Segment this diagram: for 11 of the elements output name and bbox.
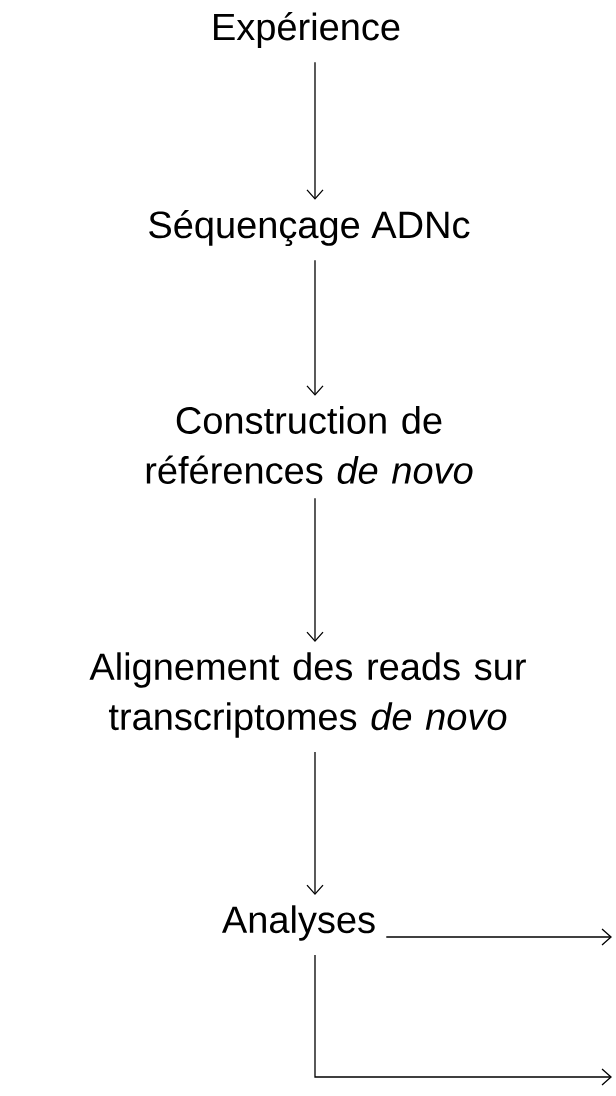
step-text: Construction de références de novo bbox=[146, 406, 473, 484]
arrow bbox=[306, 61, 324, 200]
step-text: Alignement des reads sur transcriptomes de novo bbox=[89, 652, 526, 738]
arrow bbox=[314, 954, 612, 1086]
arrow bbox=[306, 497, 324, 643]
step-text: Expérience bbox=[214, 12, 400, 48]
step-text: Analyses bbox=[222, 905, 375, 941]
step-text: Séquençage ADNc bbox=[149, 210, 470, 246]
arrow bbox=[385, 928, 612, 946]
arrow bbox=[306, 751, 324, 896]
arrow bbox=[306, 259, 324, 396]
